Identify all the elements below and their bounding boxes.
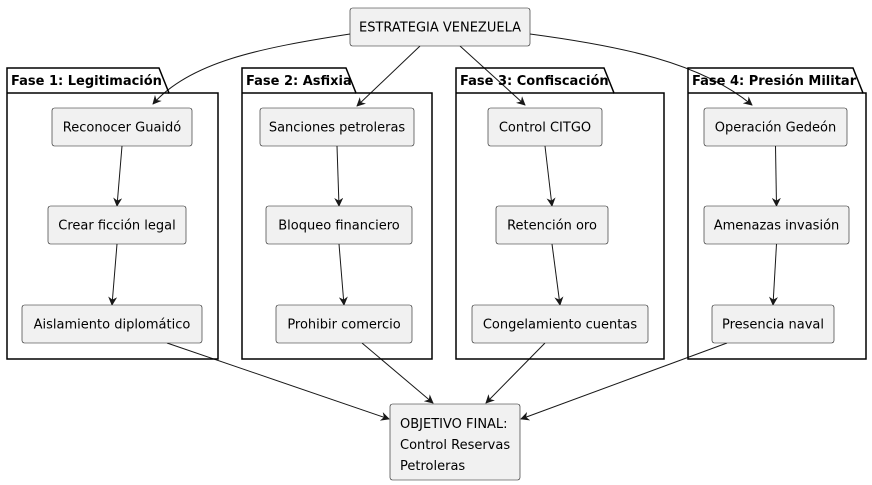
phase-1-step-3 <box>21 304 203 344</box>
phase-1-package <box>6 67 219 360</box>
phase-4-step-1-label: Operación Gedeón <box>715 121 836 136</box>
phase-3-package <box>455 67 665 360</box>
edges-layer <box>108 33 781 421</box>
phase-1-step-3-label: Aislamiento diplomático <box>34 318 191 333</box>
phase-4-to-objective-arrow <box>520 342 728 421</box>
phase-1-arrow-2 <box>108 243 118 306</box>
root-to-phase-3-arrow <box>459 45 526 106</box>
phase-3-step-1 <box>487 107 603 147</box>
root-to-phase-4-arrow <box>529 33 753 106</box>
phase-2-title: Fase 2: Asfixia <box>246 74 352 89</box>
packages-layer: Fase 1: Legitimación Fase 2: Asfixia Fase … <box>6 67 867 360</box>
phase-1-arrow-1 <box>113 145 123 207</box>
objective-node-label: Petroleras <box>400 459 465 474</box>
phase-2-arrow-1 <box>334 145 344 207</box>
phase-2-step-3-label: Prohibir comercio <box>287 318 400 333</box>
phase-1-step-2 <box>47 205 187 245</box>
phase-2-arrow-2 <box>338 243 348 306</box>
phase-3-step-1-label: Control CITGO <box>499 121 591 136</box>
phase-3-arrow-2 <box>551 243 564 306</box>
phase-2-step-1 <box>259 107 415 147</box>
phase-4-step-3 <box>711 304 835 344</box>
phase-4-package <box>687 67 867 360</box>
objective-node-label: OBJETIVO FINAL: <box>400 417 508 432</box>
phase-1-title: Fase 1: Legitimación <box>11 74 162 89</box>
phase-3-step-2 <box>495 205 609 245</box>
phase-1-step-1-label: Reconocer Guaidó <box>63 121 182 136</box>
phase-3-step-3-label: Congelamiento cuentas <box>483 318 637 333</box>
root-node-label: ESTRATEGIA VENEZUELA <box>359 21 521 36</box>
phase-1-to-objective-arrow <box>166 342 390 421</box>
phase-4-step-3-label: Presencia naval <box>722 318 824 333</box>
phase-2-step-2-label: Bloqueo financiero <box>278 219 400 234</box>
phase-3-step-3 <box>471 304 649 344</box>
objective-node <box>389 403 521 481</box>
phase-1-step-2-label: Crear ficción legal <box>58 219 175 234</box>
nodes-layer: ESTRATEGIA VENEZUELA OBJETIVO FINAL: Contr… <box>21 7 850 481</box>
phase-4-step-2 <box>703 205 850 245</box>
root-node <box>349 7 531 47</box>
root-to-phase-2-arrow <box>356 45 421 107</box>
phase-2-step-2 <box>265 205 413 245</box>
phase-2-package <box>241 67 433 360</box>
phase-1-step-1 <box>51 107 193 147</box>
phase-2-step-3 <box>275 304 413 344</box>
phase-2-to-objective-arrow <box>361 342 434 404</box>
phase-3-arrow-1 <box>544 145 556 207</box>
phase-3-step-2-label: Retención oro <box>507 219 597 234</box>
phase-2-step-1-label: Sanciones petroleras <box>269 121 406 136</box>
phase-4-arrow-2 <box>768 243 778 306</box>
phase-4-arrow-1 <box>771 145 781 207</box>
phase-3-title: Fase 3: Confiscación <box>460 74 609 89</box>
phase-4-title: Fase 4: Presión Militar <box>692 74 857 89</box>
phase-4-step-1 <box>703 107 848 147</box>
phase-4-step-2-label: Amenazas invasión <box>714 219 840 234</box>
objective-node-label: Control Reservas <box>400 438 510 453</box>
phase-3-to-objective-arrow <box>485 342 546 404</box>
